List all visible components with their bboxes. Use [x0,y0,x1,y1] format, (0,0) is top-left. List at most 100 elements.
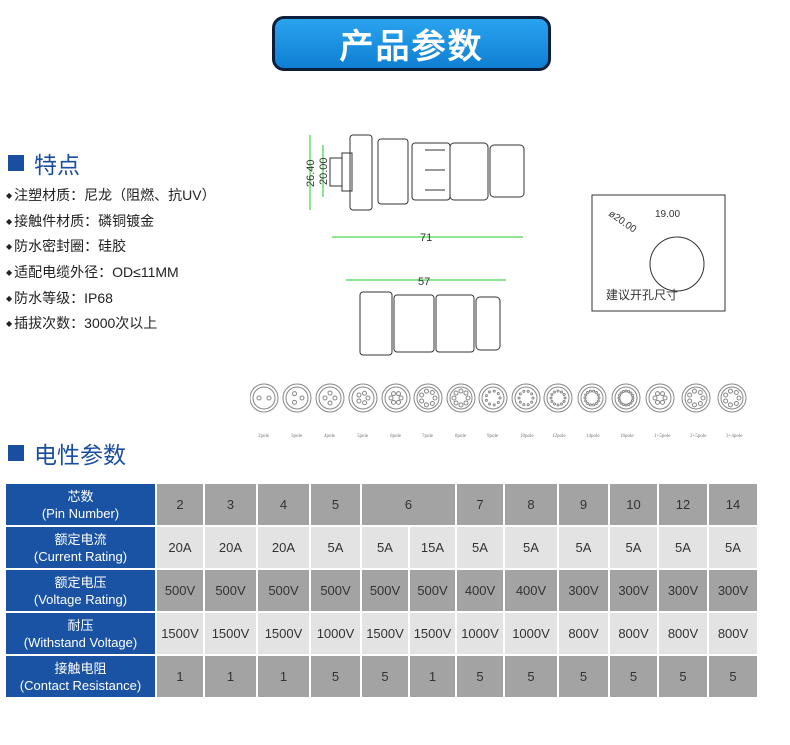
pole-label: 8pole [455,434,467,439]
row-header-cn: 芯数 [67,488,94,504]
table-cell: 5 [455,654,505,699]
table-cell: 5A [360,525,410,570]
pole-label: 2pole [258,434,270,439]
table-cell: 500V [360,568,410,613]
row-header-cn: 额定电压 [54,574,107,590]
pole-label: 1+5pole [654,434,671,439]
table-cell: 5 [309,482,362,527]
table-cell: 1000V [503,611,559,656]
feature-item: 防水密封圈：硅胶 [6,234,216,260]
pole-label: 4pole [324,434,336,439]
table-cell: 5A [707,525,759,570]
pole-label: 14pole [586,434,600,439]
pole-layout-icon: 4pole [315,383,345,439]
pole-label: 3+4pole [726,434,743,439]
section-banner: 产品参数 [272,16,551,71]
dim-length: 71 [420,232,432,244]
table-cell: 1500V [155,611,205,656]
table-cell: 5 [360,654,410,699]
row-header-en: (Current Rating) [33,548,128,564]
pole-label: 12pole [552,434,566,439]
pole-layout-icon: 2+5pole [681,383,711,439]
table-cell: 5A [455,525,505,570]
table-cell: 5 [309,654,362,699]
plug-side-view [359,291,501,356]
feature-item: 插拔次数：3000次以上 [6,311,216,337]
table-cell: 1500V [256,611,311,656]
dim-height-outer: 26.40 [305,159,317,187]
row-header: 接触电阻(Contact Resistance) [4,654,157,699]
connector-side-view [329,134,525,211]
table-cell: 5 [608,654,659,699]
table-cell: 20A [155,525,205,570]
pole-label: 9pole [487,434,499,439]
table-cell: 5A [657,525,709,570]
pole-layout-icon: 3pole [282,383,312,439]
table-cell: 6 [360,482,457,527]
table-cell: 8 [503,482,559,527]
pole-layout-icon: 8pole [446,383,476,439]
table-cell: 9 [557,482,610,527]
table-cell: 500V [256,568,311,613]
pole-layout-icon: 6pole [381,383,411,439]
feature-item: 适配电缆外径：OD≤11MM [6,260,216,286]
pole-layout-icon: 5pole [348,383,378,439]
table-cell: 800V [707,611,759,656]
table-cell: 400V [503,568,559,613]
dim-length-plug: 57 [418,276,430,288]
table-cell: 3 [203,482,258,527]
pole-layout-icon: 9pole [478,383,508,439]
table-cell: 500V [203,568,258,613]
table-cell: 300V [657,568,709,613]
pole-layout-icon: 2pole [250,383,279,439]
table-cell: 2 [155,482,205,527]
hole-caption: 建议开孔尺寸 [606,288,678,302]
pole-layouts: 2pole 3pole 4pole 5pole 6pole 7pole 8pole 9pole… [250,383,747,439]
pole-layout-icon: 10pole [511,383,541,439]
table-cell: 300V [608,568,659,613]
table-cell: 5 [707,654,759,699]
row-header-cn: 接触电阻 [54,660,107,676]
pole-label: 3pole [291,434,303,439]
table-cell: 800V [657,611,709,656]
pole-layout-icon: 14pole [577,383,607,439]
features-heading: 特点 [8,146,80,180]
pole-label: 6pole [390,434,402,439]
pole-layout-icon: 12pole [543,383,573,439]
dim-hole-diameter: ø20.00 [606,208,638,235]
table-cell: 20A [203,525,258,570]
square-bullet-icon [8,445,24,461]
table-cell: 800V [608,611,659,656]
feature-item: 接触件材质：磷铜镀金 [6,209,216,235]
electrical-heading: 电性参数 [8,436,126,470]
pole-label: 16pole [620,434,634,439]
hole-size-box [591,194,726,312]
features-title: 特点 [34,152,80,178]
row-header: 额定电流(Current Rating) [4,525,157,570]
table-cell: 1000V [455,611,505,656]
pole-layout-icon: 3+4pole [717,383,747,439]
table-cell: 5A [503,525,559,570]
electrical-title: 电性参数 [34,442,126,468]
technical-drawing: 26.40 20.00 71 57 19.00 ø20.00 建议开孔尺寸 [305,134,726,356]
row-header-en: (Contact Resistance) [19,677,142,693]
table-cell: 500V [408,568,457,613]
table-cell: 4 [256,482,311,527]
pole-label: 5pole [357,434,369,439]
table-cell: 300V [557,568,610,613]
table-cell: 14 [707,482,759,527]
pole-label: 7pole [422,434,434,439]
row-header-en: (Voltage Rating) [33,591,128,607]
row-header: 额定电压(Voltage Rating) [4,568,157,613]
table-cell: 12 [657,482,709,527]
table-cell: 1 [408,654,457,699]
row-header-en: (Pin Number) [41,505,120,521]
features-list: 注塑材质：尼龙（阻燃、抗UV） 接触件材质：磷铜镀金 防水密封圈：硅胶 适配电缆… [6,183,216,337]
table-cell: 20A [256,525,311,570]
